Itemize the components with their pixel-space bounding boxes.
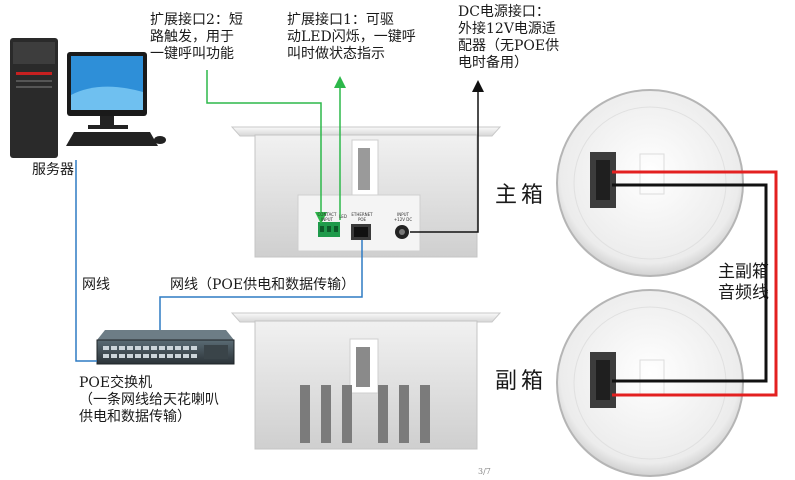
audio-wires xyxy=(612,170,778,397)
server-computer xyxy=(10,38,166,158)
port-label-ethernet: ETHERNET POE xyxy=(351,212,373,222)
dc-pointer xyxy=(410,80,484,233)
server-red-stripe xyxy=(16,72,52,75)
main-box-label: 主箱 xyxy=(495,183,548,208)
cable-poe-label: 网线（POE供电和数据传输） xyxy=(170,277,356,293)
page-number: 3/7 xyxy=(478,467,491,476)
ext2-label: 扩展接口2：短 路触发，用于 一键呼叫功能 xyxy=(150,12,243,62)
poe-switch xyxy=(96,330,235,365)
ext1-label: 扩展接口1：可驱 动LED闪烁，一键呼 叫时做状态指示 xyxy=(287,12,416,62)
sub-box-label: 副箱 xyxy=(495,369,548,394)
poe-switch-label: POE交换机 （一条网线给天花喇叭 供电和数据传输） xyxy=(79,375,219,425)
sub-box xyxy=(230,312,502,450)
port-label-contact: CONTACT INPUT xyxy=(317,212,337,222)
server-label: 服务器 xyxy=(32,162,74,178)
audio-line-label: 主副箱 音频线 xyxy=(718,262,769,303)
cable-label: 网线 xyxy=(82,277,110,293)
sub-disc xyxy=(556,289,744,477)
switch-to-main-box-cable xyxy=(159,240,363,330)
server-tower xyxy=(10,38,58,158)
main-box xyxy=(230,126,502,258)
port-label-input: INPUT +12V DC xyxy=(393,212,413,222)
port-panel xyxy=(297,194,421,252)
main-disc xyxy=(556,89,744,277)
mouse xyxy=(154,136,166,144)
ext2-pointer xyxy=(206,70,327,224)
port-label-led: LED xyxy=(339,214,347,219)
keyboard xyxy=(66,132,158,146)
server-to-switch-cable xyxy=(75,160,97,362)
dc-label: DC电源接口： 外接12V电源适 配器（无POE供 电时备用） xyxy=(458,4,560,71)
